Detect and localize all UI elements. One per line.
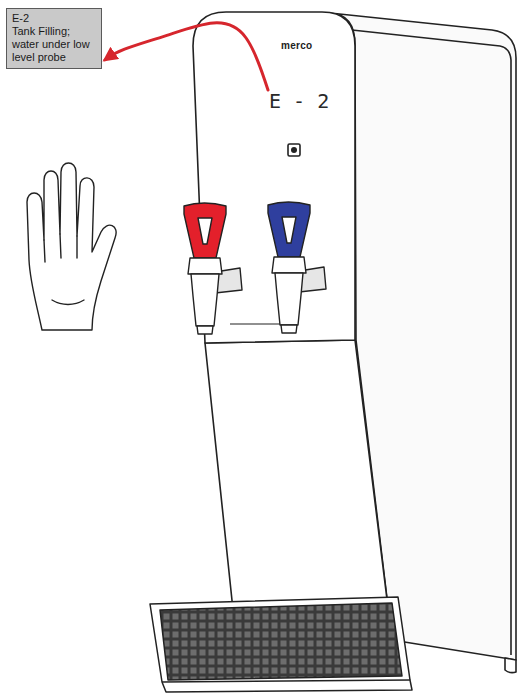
tray-grate (160, 603, 402, 680)
hot-tap (184, 203, 242, 334)
tap-handle-hole (198, 218, 212, 244)
callout-arrow (105, 23, 268, 90)
callout-box: E-2Tank Filling; water under low level p… (6, 8, 102, 69)
tap-body (275, 273, 303, 325)
tap-collar (272, 257, 306, 273)
error-display: E - 2 (266, 88, 332, 114)
button-dot (291, 147, 297, 153)
hand-creases (44, 234, 84, 305)
node-heading: E - 2 (269, 90, 329, 112)
brand-logo: merco (281, 40, 313, 51)
tap-collar (188, 258, 222, 274)
node-body: Tank Filling; water under low level prob… (12, 25, 97, 64)
hand-outline (27, 163, 116, 330)
drip-tray (150, 597, 412, 692)
button-icon (288, 144, 300, 156)
tap-handle (268, 202, 310, 257)
cold-tap (268, 202, 326, 333)
tap-handle-hole (282, 217, 296, 243)
dispenser-body (193, 12, 516, 673)
tray-front-edge (162, 680, 410, 682)
tap-handle (184, 203, 226, 258)
hand-icon (27, 163, 116, 330)
tap-body (191, 274, 219, 326)
tray-rim (150, 597, 412, 692)
tap-nozzle (281, 325, 297, 333)
tap-nozzle (197, 326, 213, 334)
foot (505, 658, 516, 673)
node-heading: E-2 (12, 12, 97, 25)
